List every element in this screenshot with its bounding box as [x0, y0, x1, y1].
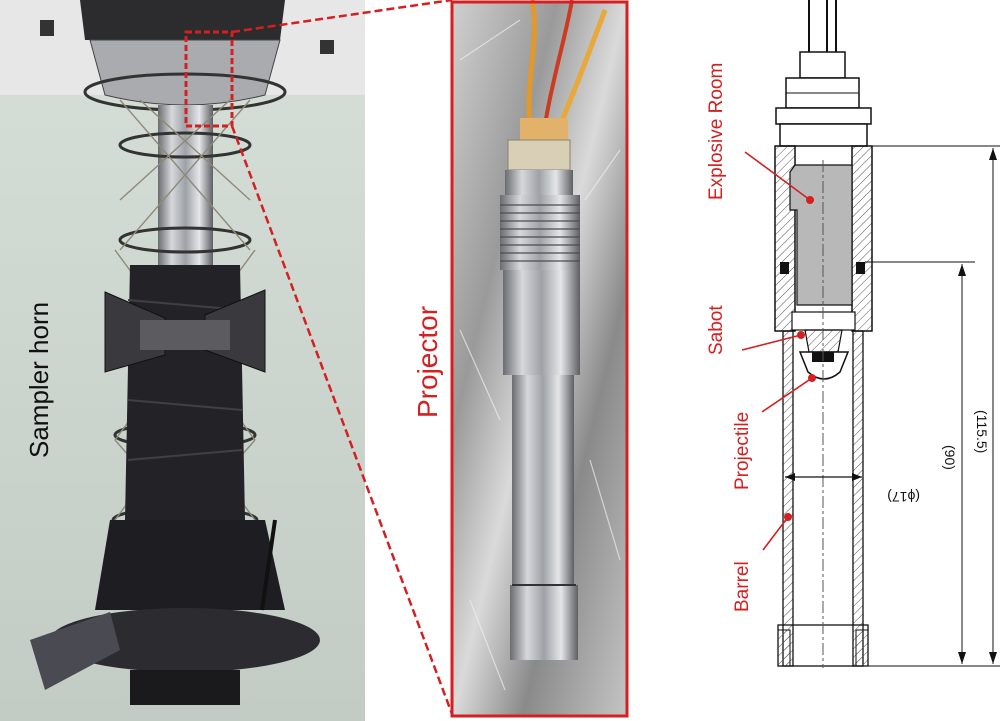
bellows-cover: [125, 265, 245, 520]
dimension-barrel-text: (90): [942, 445, 958, 470]
explosive-room-region: [789, 164, 853, 306]
wire: [557, 9, 608, 126]
base-bottom: [130, 670, 240, 705]
top-mount: [80, 0, 285, 40]
zoom-connector-top: [231, 0, 453, 34]
o-ring: [780, 262, 789, 274]
barrel-body: [512, 375, 574, 585]
support-rod: [260, 519, 277, 611]
arrow-head: [785, 473, 795, 481]
thread-cap: [775, 107, 872, 125]
connector-nut: [507, 139, 571, 171]
leader-dot: [808, 374, 816, 382]
explosive-room-label: Explosive Room: [706, 63, 727, 200]
leader-projectile: [761, 377, 813, 413]
barrel-label: Barrel: [732, 561, 753, 612]
thread-base: [779, 123, 868, 147]
arrow-head: [958, 652, 966, 664]
ceiling-bolt: [320, 40, 334, 54]
leader-dot: [797, 331, 805, 339]
housing-wall-right: [851, 145, 873, 332]
cross-section-drawing: (115.5) (90) (ϕ17): [741, 0, 1000, 668]
projector-photo: [453, 0, 626, 716]
projectile-label: Projectile: [732, 412, 753, 490]
threads: [500, 204, 580, 262]
lower-housing: [95, 520, 285, 610]
arrow-head: [958, 264, 966, 276]
arrow-head: [852, 473, 862, 481]
sampler-horn-photo: [0, 0, 365, 721]
sabot-label: Sabot: [706, 305, 727, 355]
cage-ring: [118, 131, 252, 159]
threaded-section: [500, 195, 580, 270]
main-body: [503, 270, 580, 375]
projector-label: Projector: [412, 306, 443, 418]
connector-top: [799, 51, 846, 79]
base-flap: [30, 612, 120, 690]
arrow-head: [989, 148, 997, 160]
zoom-region-box: [184, 30, 234, 128]
leader-dot: [784, 513, 792, 521]
leader-barrel: [762, 516, 789, 551]
foil-creases: [459, 19, 621, 691]
zoom-connector-bottom: [230, 125, 454, 715]
barrel-tip: [510, 585, 578, 660]
tip-wall-left: [777, 629, 791, 667]
base-dish: [50, 608, 320, 672]
ceiling-bolt: [40, 20, 54, 36]
body-collar: [505, 170, 573, 195]
tip-wall-right: [855, 629, 869, 667]
cage-ring: [118, 226, 252, 254]
barrel-wall-right: [852, 330, 864, 667]
leader-sabot: [741, 334, 802, 351]
leader-explosive-room: [744, 151, 811, 201]
dimension-total-text: (115.5): [974, 410, 990, 453]
side-panel-left: [104, 291, 166, 373]
arrow-head: [989, 652, 997, 664]
wire: [526, 0, 537, 126]
o-ring: [856, 262, 865, 274]
dimension-diameter-text: (ϕ17): [887, 489, 920, 505]
projector-frame: [450, 0, 629, 718]
connector-cap: [520, 118, 568, 140]
panel-band: [140, 320, 230, 350]
sampler-horn-label: Sampler horn: [24, 302, 54, 458]
barrel-wall-left: [782, 330, 794, 667]
leader-dot: [806, 196, 814, 204]
wire: [543, 0, 574, 126]
